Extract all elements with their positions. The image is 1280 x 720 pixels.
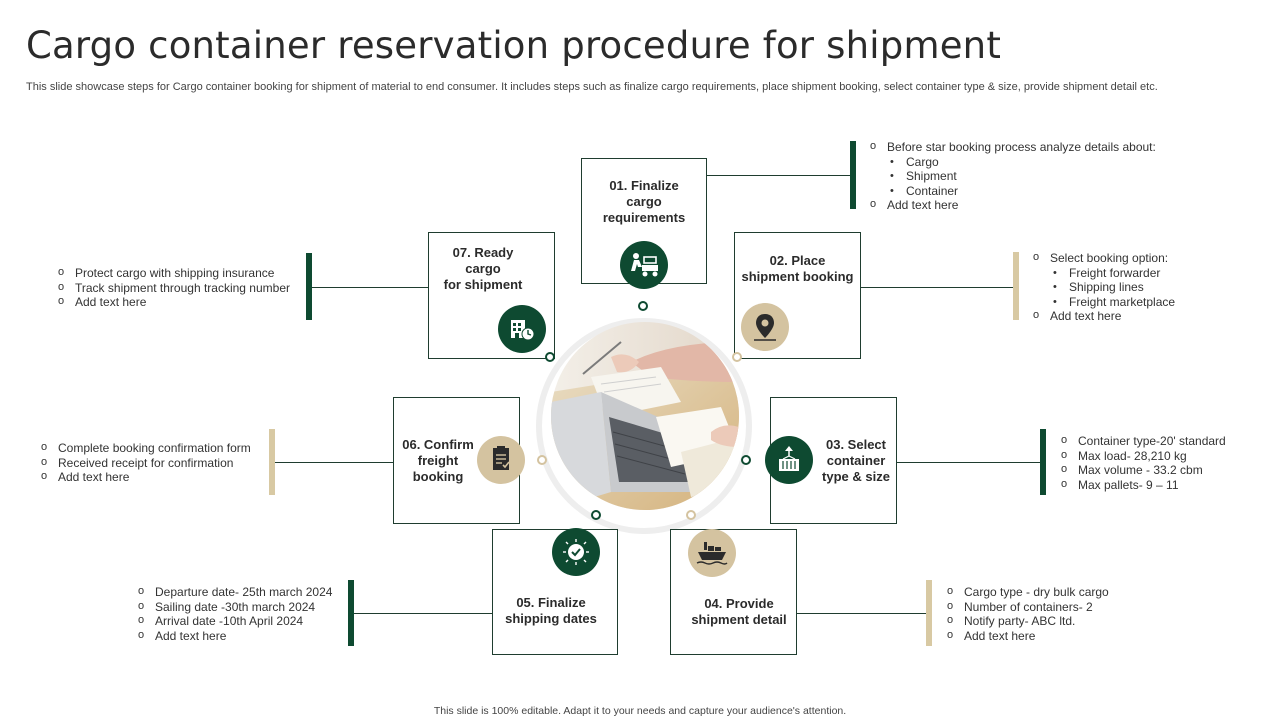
detail-item: Arrival date -10th April 2024 bbox=[138, 613, 332, 629]
detail-item: Number of containers- 2 bbox=[947, 599, 1109, 615]
step-04-accent-bar bbox=[926, 580, 932, 646]
detail-sub-item: Freight marketplace bbox=[1033, 295, 1175, 310]
detail-item: Add text here bbox=[41, 469, 251, 485]
cargo-ship-icon bbox=[696, 542, 728, 565]
step-02-connector-dot bbox=[732, 352, 742, 362]
step-01-details: Before star booking process analyze deta… bbox=[870, 139, 1156, 213]
detail-item: Container type-20' standard bbox=[1061, 433, 1226, 449]
step-03-leader-line bbox=[897, 462, 1040, 463]
step-02-icon-circle bbox=[741, 303, 789, 351]
step-03-connector-dot bbox=[741, 455, 751, 465]
step-07-accent-bar bbox=[306, 253, 312, 320]
step-05-connector-dot bbox=[591, 510, 601, 520]
page-title: Cargo container reservation procedure fo… bbox=[26, 24, 1002, 67]
detail-sub-item: Shipment bbox=[870, 169, 1156, 184]
detail-item: Add text here bbox=[138, 628, 332, 644]
step-05-icon-circle bbox=[552, 528, 600, 576]
step-01-accent-bar bbox=[850, 141, 856, 209]
warehouse-clock-icon bbox=[511, 320, 535, 341]
detail-item: Select booking option: bbox=[1033, 250, 1175, 266]
detail-sub-item: Shipping lines bbox=[1033, 280, 1175, 295]
step-03-details: Container type-20' standard Max load- 28… bbox=[1061, 433, 1226, 493]
detail-item: Max load- 28,210 kg bbox=[1061, 448, 1226, 464]
detail-sub-item: Freight forwarder bbox=[1033, 266, 1175, 281]
step-04-icon-circle bbox=[688, 529, 736, 577]
detail-item: Track shipment through tracking number bbox=[58, 280, 290, 296]
detail-item: Add text here bbox=[870, 197, 1156, 213]
location-pin-icon bbox=[754, 314, 776, 341]
step-06-connector-dot bbox=[537, 455, 547, 465]
detail-sub-item: Cargo bbox=[870, 155, 1156, 170]
step-01-connector-dot bbox=[638, 301, 648, 311]
forklift-icon bbox=[631, 253, 658, 277]
container-crane-icon bbox=[779, 446, 799, 471]
step-06-icon-circle bbox=[477, 436, 525, 484]
step-05-accent-bar bbox=[348, 580, 354, 646]
step-07-connector-dot bbox=[545, 352, 555, 362]
step-07-leader-line bbox=[312, 287, 428, 288]
detail-item: Sailing date -30th march 2024 bbox=[138, 599, 332, 615]
detail-item: Protect cargo with shipping insurance bbox=[58, 265, 290, 281]
calendar-check-icon bbox=[563, 539, 589, 565]
page-subtitle: This slide showcase steps for Cargo cont… bbox=[26, 81, 1158, 93]
step-02-leader-line bbox=[861, 287, 1013, 288]
detail-item: Add text here bbox=[947, 628, 1109, 644]
step-05-leader-line bbox=[354, 613, 492, 614]
detail-item: Complete booking confirmation form bbox=[41, 440, 251, 456]
detail-item: Notify party- ABC ltd. bbox=[947, 613, 1109, 629]
detail-item: Add text here bbox=[58, 294, 290, 310]
step-01-icon-circle bbox=[620, 241, 668, 289]
step-05-details: Departure date- 25th march 2024 Sailing … bbox=[138, 584, 332, 644]
detail-item: Received receipt for confirmation bbox=[41, 455, 251, 471]
step-04-leader-line bbox=[797, 613, 926, 614]
step-04-connector-dot bbox=[686, 510, 696, 520]
detail-sub-item: Container bbox=[870, 184, 1156, 199]
step-03-icon-circle bbox=[765, 436, 813, 484]
step-03-accent-bar bbox=[1040, 429, 1046, 495]
center-photo-image bbox=[551, 322, 739, 510]
step-06-details: Complete booking confirmation form Recei… bbox=[41, 440, 251, 485]
checklist-icon bbox=[493, 446, 510, 470]
step-02-accent-bar bbox=[1013, 252, 1019, 320]
detail-item: Max pallets- 9 – 11 bbox=[1061, 477, 1226, 493]
step-06-accent-bar bbox=[269, 429, 275, 495]
step-02-details: Select booking option: Freight forwarder… bbox=[1033, 250, 1175, 324]
step-04-details: Cargo type - dry bulk cargo Number of co… bbox=[947, 584, 1109, 644]
step-01-leader-line bbox=[707, 175, 850, 176]
step-07-icon-circle bbox=[498, 305, 546, 353]
detail-item: Departure date- 25th march 2024 bbox=[138, 584, 332, 600]
footer-note: This slide is 100% editable. Adapt it to… bbox=[433, 705, 847, 717]
detail-item: Before star booking process analyze deta… bbox=[870, 139, 1156, 155]
step-07-details: Protect cargo with shipping insurance Tr… bbox=[58, 265, 290, 310]
step-06-leader-line bbox=[275, 462, 393, 463]
detail-item: Add text here bbox=[1033, 308, 1175, 324]
detail-item: Cargo type - dry bulk cargo bbox=[947, 584, 1109, 600]
detail-item: Max volume - 33.2 cbm bbox=[1061, 462, 1226, 478]
